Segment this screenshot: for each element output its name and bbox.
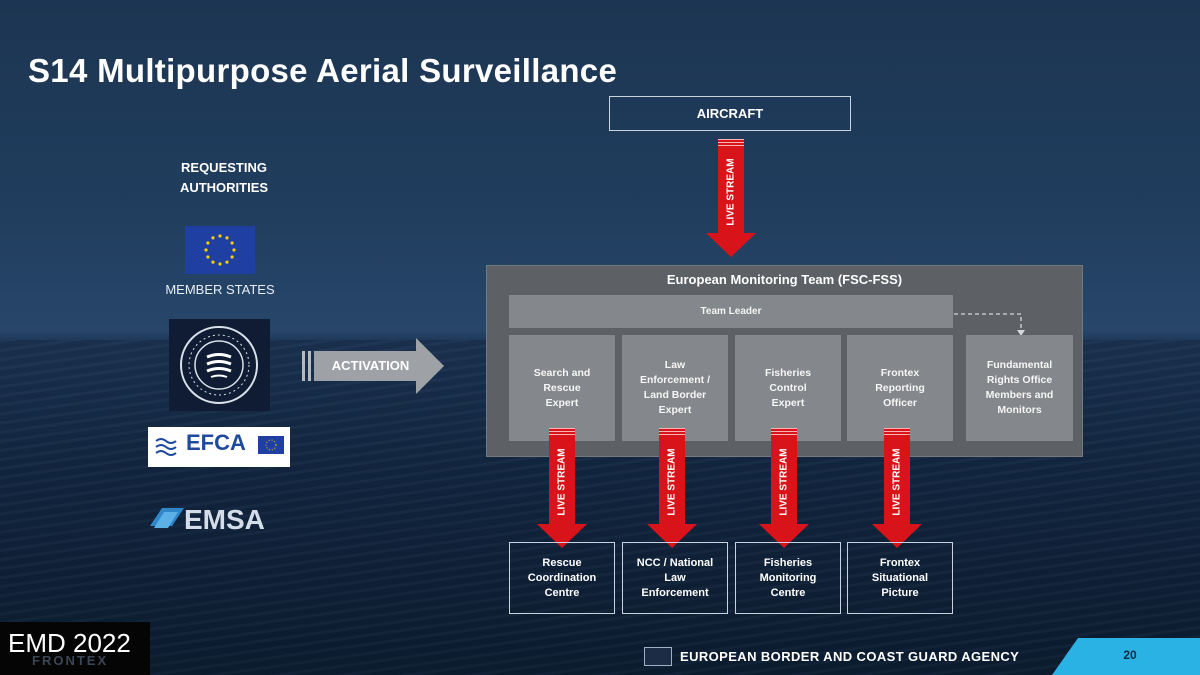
destination-text-line: Centre: [544, 586, 580, 599]
expert-text-line: Rescue: [543, 381, 581, 394]
eu-star: [232, 248, 236, 252]
arrow-down-icon: [706, 139, 756, 257]
destination-fisheries-monitoring-centre: Fisheries Monitoring Centre: [735, 542, 841, 614]
expert-text-line: Expert: [658, 404, 692, 416]
aircraft-label: AIRCRAFT: [696, 106, 764, 121]
expert-text-line: Law: [664, 359, 686, 371]
eu-star: [230, 241, 234, 245]
expert-search-and-rescue: Search and Rescue Expert: [509, 335, 615, 441]
emsa-logo-icon: [148, 504, 293, 546]
live-stream-arrow-aircraft: LIVE STREAM: [706, 139, 756, 257]
member-states-label: MEMBER STATES: [165, 282, 275, 297]
team-leader-box: Team Leader: [509, 295, 953, 328]
footer-brand: FRONTEX: [32, 653, 109, 668]
expert-text-line: Rights Office: [986, 374, 1053, 386]
destination-text-line: NCC / National: [636, 556, 714, 569]
eu-star: [230, 255, 234, 259]
aircraft-box: AIRCRAFT: [609, 96, 851, 131]
efca-logo-icon: [148, 427, 290, 467]
arrow-stripe: [718, 139, 744, 140]
destination-text-line: Fisheries: [763, 556, 813, 569]
footer-eu-emblem-icon: [644, 647, 672, 666]
efca-wordmark: EFCA: [186, 430, 246, 455]
arrow-right-icon: [302, 338, 444, 394]
eu-star: [206, 241, 210, 245]
event-badge: [0, 622, 150, 675]
frontex-emblem-icon: [169, 319, 270, 411]
frontex-emblem-graphic: [180, 326, 258, 404]
dashed-connector: [954, 313, 1025, 336]
requesting-line-1: REQUESTING: [181, 160, 267, 175]
destination-ncc-national-law-enforcement: NCC / National Law Enforcement: [622, 542, 728, 614]
expert-frontex-reporting-officer: Frontex Reporting Officer: [847, 335, 953, 441]
event-badge-label: EMD 2022: [8, 628, 131, 658]
arrow-stripe: [718, 142, 744, 143]
destination-rescue-coordination-centre: Rescue Coordination Centre: [509, 542, 615, 614]
monitoring-team-title: European Monitoring Team (FSC-FSS): [666, 272, 903, 287]
eu-star: [218, 262, 222, 266]
eu-star: [206, 255, 210, 259]
expert-text-line: Frontex: [880, 366, 920, 379]
eu-star: [204, 248, 208, 252]
eu-flag-icon: [185, 226, 255, 274]
expert-text-line: Expert: [545, 396, 579, 409]
eu-star: [211, 236, 215, 240]
activation-label: ACTIVATION: [331, 358, 410, 373]
expert-text-line: Land Border: [643, 389, 707, 401]
arrow-stripe: [718, 145, 744, 146]
eu-star: [218, 234, 222, 238]
live-stream-label: LIVE STREAM: [726, 158, 737, 225]
destination-text-line: Rescue: [542, 556, 582, 569]
efca-logo-graphic: [155, 436, 284, 456]
expert-text-line: Monitors: [997, 404, 1042, 416]
destination-text-line: Centre: [770, 586, 806, 599]
expert-text-line: Enforcement /: [639, 374, 710, 386]
team-leader-label: Team Leader: [700, 306, 762, 317]
expert-fisheries-control: Fisheries Control Expert: [735, 335, 841, 441]
expert-text-line: Control: [769, 381, 807, 394]
emsa-logo-graphic: [150, 508, 184, 528]
expert-text-line: Search and: [533, 366, 591, 379]
destination-text-line: Monitoring: [759, 571, 817, 584]
destination-text-line: Picture: [881, 586, 919, 599]
eu-stars: [204, 234, 236, 266]
eu-star: [225, 236, 229, 240]
page-number-tab: [1052, 638, 1200, 675]
footer-agency-name: EUROPEAN BORDER AND COAST GUARD AGENCY: [680, 649, 1020, 664]
expert-text-line: Expert: [771, 396, 805, 409]
expert-text-line: Members and: [985, 389, 1054, 401]
fundamental-rights-office-box: Fundamental Rights Office Members and Mo…: [966, 335, 1073, 441]
destination-text-line: Coordination: [527, 571, 597, 584]
slide-title: S14 Multipurpose Aerial Surveillance: [28, 52, 618, 89]
expert-text-line: Reporting: [875, 381, 925, 394]
emsa-wordmark: EMSA: [184, 504, 265, 535]
destination-text-line: Law: [664, 571, 686, 584]
eu-star: [211, 260, 215, 264]
destination-text-line: Enforcement: [641, 586, 709, 599]
page-number: 20: [1123, 648, 1137, 662]
requesting-line-2: AUTHORITIES: [179, 180, 269, 195]
expert-text-line: Fisheries: [764, 366, 812, 379]
destination-frontex-situational-picture: Frontex Situational Picture: [847, 542, 953, 614]
expert-text-line: Fundamental: [986, 359, 1053, 371]
expert-law-enforcement: Law Enforcement / Land Border Expert: [622, 335, 728, 441]
eu-star: [225, 260, 229, 264]
destination-text-line: Frontex: [879, 556, 921, 569]
expert-text-line: Officer: [883, 396, 917, 409]
requesting-authorities-heading: REQUESTING AUTHORITIES: [160, 158, 288, 198]
destination-text-line: Situational: [871, 571, 929, 584]
